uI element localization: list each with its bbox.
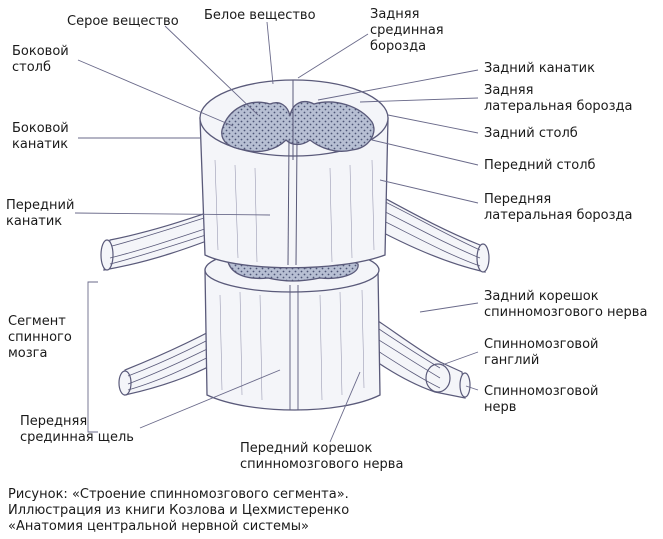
label-white-matter: Белое вещество [204, 8, 316, 23]
label-posterior-column: Задний столб [484, 126, 578, 141]
label-anterior-root: Передний корешок спинномозгового нерва [240, 441, 404, 472]
label-anterior-column: Передний столб [484, 158, 596, 173]
label-spinal-nerve: Спинномозговой нерв [484, 384, 599, 415]
caption-line: Иллюстрация из книги Козлова и Цехмистер… [8, 503, 350, 518]
label-posterior-funiculus: Задний канатик [484, 61, 595, 76]
label-spinal-ganglion: Спинномозговой ганглий [484, 337, 599, 368]
label-posterior-lateral-sulcus: Задняя латеральная борозда [484, 83, 633, 114]
label-posterior-root: Задний корешок спинномозгового нерва [484, 289, 648, 320]
label-anterior-funiculus: Передний канатик [6, 198, 75, 229]
spinal-cord-illustration [74, 21, 490, 443]
label-lateral-funiculus: Боковой канатик [12, 121, 69, 152]
label-gray-matter: Серое вещество [67, 14, 179, 29]
label-lateral-column: Боковой столб [12, 44, 69, 75]
leader-lines [74, 21, 479, 443]
label-posterior-median-sulcus: Задняя срединная борозда [370, 7, 444, 54]
label-spinal-segment: Сегмент спинного мозга [8, 314, 72, 361]
label-anterior-median-fissure: Передняя срединная щель [20, 414, 134, 445]
upper-segment [199, 79, 389, 269]
label-anterior-lateral-sulcus: Передняя латеральная борозда [484, 192, 633, 223]
figure-caption: Рисунок: «Строение спинномозгового сегме… [8, 487, 349, 535]
caption-line: «Анатомия центральной нервной системы» [8, 519, 309, 534]
caption-line: Рисунок: «Строение спинномозгового сегме… [8, 487, 349, 502]
